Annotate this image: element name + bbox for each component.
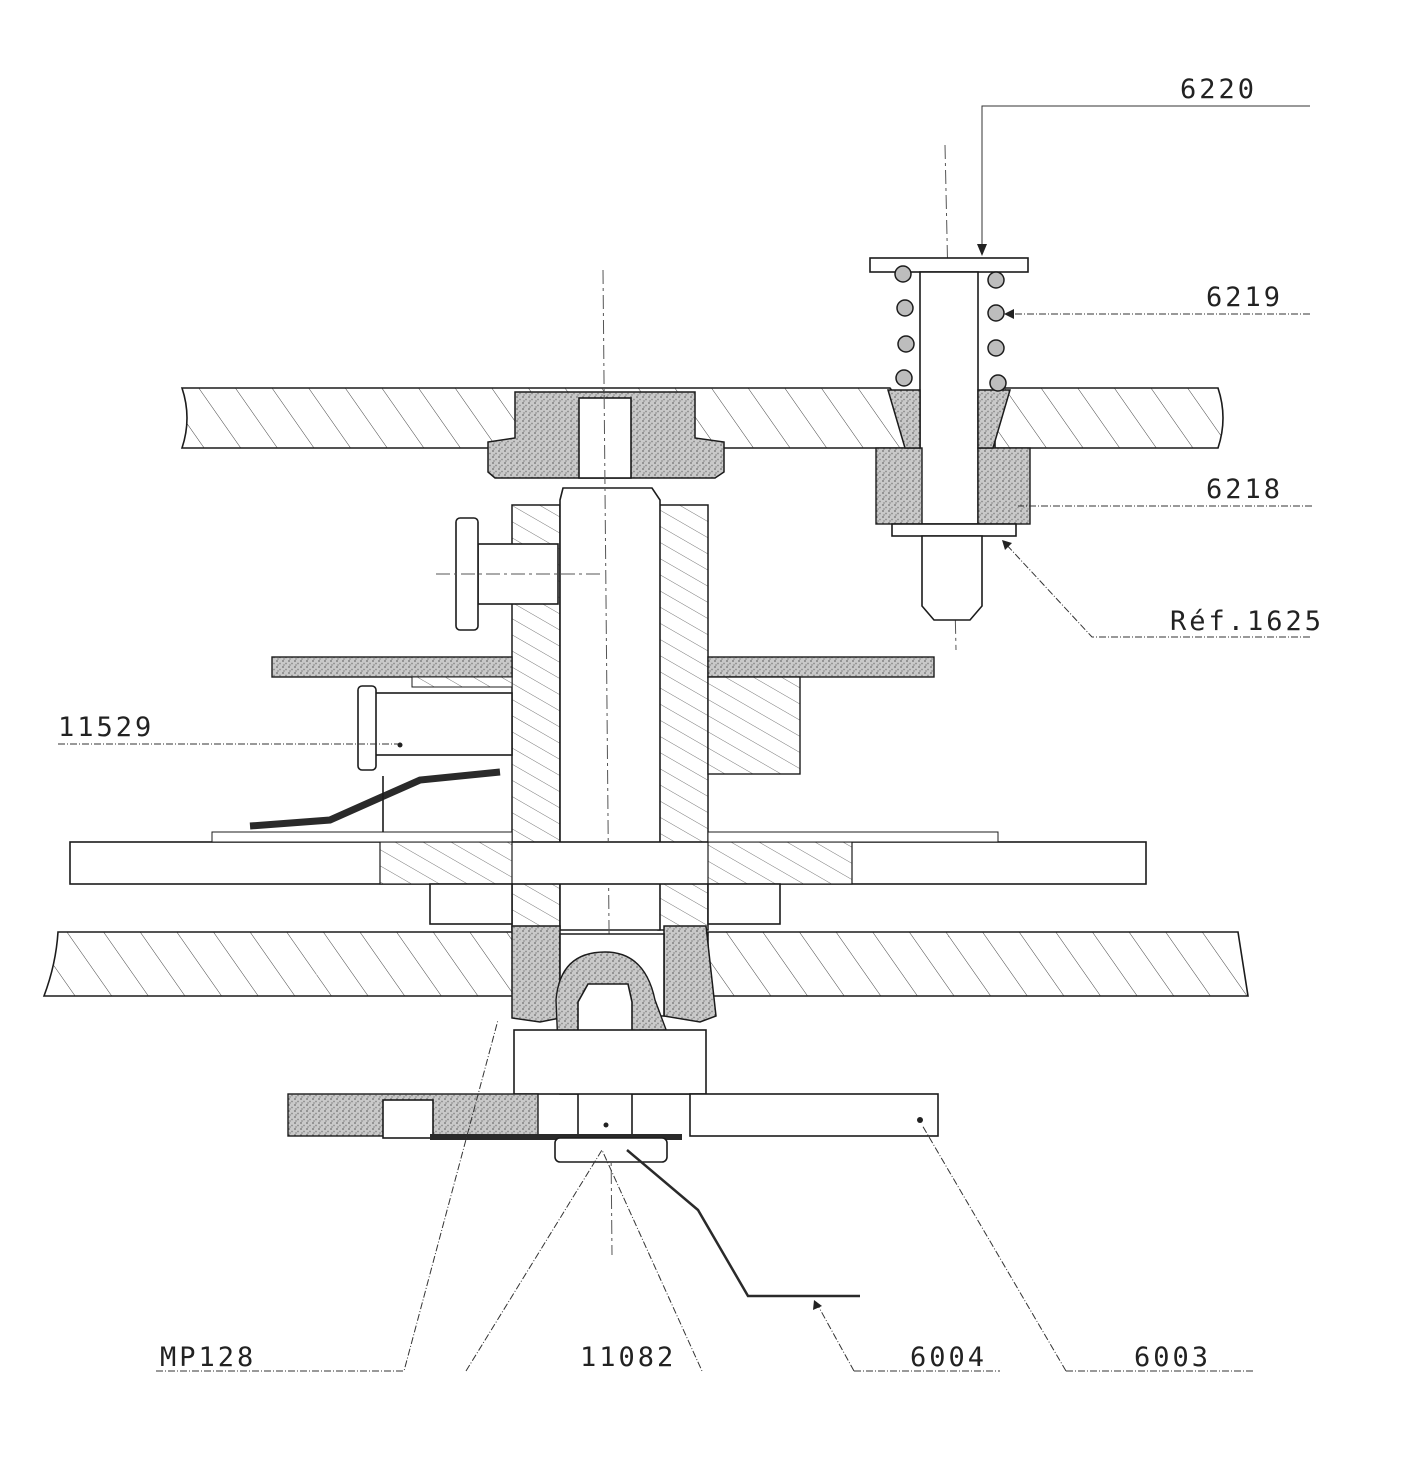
label-6003: 6003 [1134, 1342, 1211, 1373]
label-6218: 6218 [1206, 474, 1283, 505]
label-mp128: MP128 [160, 1342, 256, 1373]
label-6219: 6219 [1206, 282, 1283, 313]
middle-wheel [69, 831, 1147, 925]
bottom-wheel [287, 1029, 939, 1163]
wire-6004 [626, 1149, 860, 1298]
label-6004: 6004 [910, 1342, 987, 1373]
label-11529: 11529 [58, 712, 154, 743]
click-spring-wire [249, 768, 508, 839]
spring-pin-assembly [869, 144, 1031, 651]
label-11082: 11082 [580, 1342, 676, 1373]
set-screw [436, 517, 600, 631]
lower-plate [42, 931, 1249, 997]
upper-center-bushing [487, 391, 725, 479]
label-6220: 6220 [1180, 74, 1257, 105]
leader-lines [58, 105, 1312, 1372]
coil-spring-6219 [894, 265, 1007, 392]
screw-11529 [357, 685, 513, 771]
upper-wheel [271, 656, 935, 775]
label-ref-1625: Réf.1625 [1170, 606, 1324, 637]
